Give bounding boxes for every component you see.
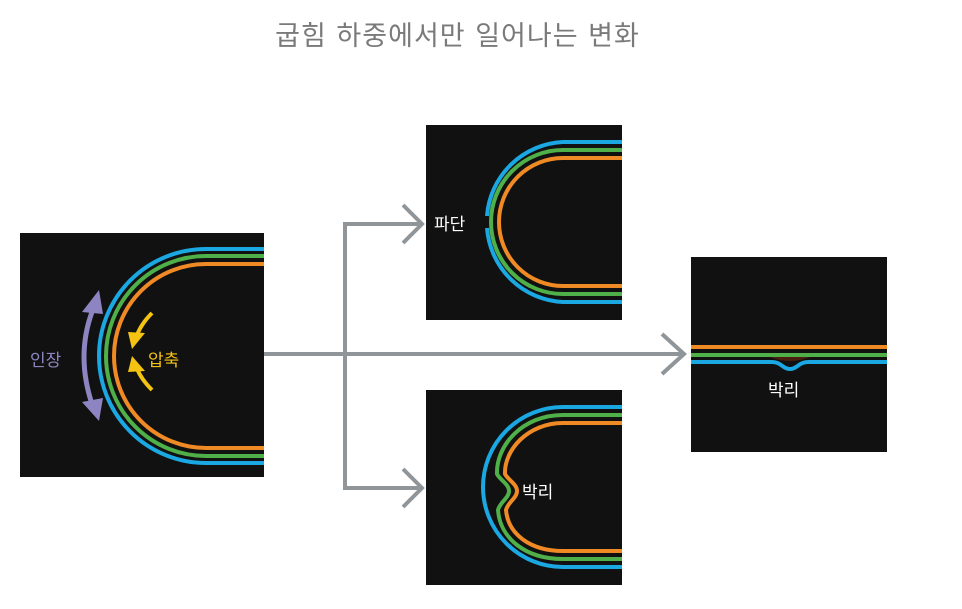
tension-arrowhead-down bbox=[82, 398, 103, 421]
compression-arrowhead-upper bbox=[128, 332, 145, 349]
fracture-label: 파단 bbox=[434, 215, 466, 235]
compression-label: 압축 bbox=[148, 351, 179, 371]
outer-layer-upper-fragment bbox=[485, 140, 622, 217]
inner-layer-with-bulge bbox=[502, 421, 622, 553]
diagram-title: 굽힘 하중에서만 일어나는 변화 bbox=[275, 21, 640, 52]
tension-arrowhead-up bbox=[82, 290, 103, 314]
inner-layer bbox=[112, 262, 264, 450]
panel-initial-bg bbox=[20, 233, 264, 477]
delamination-bent-label: 박리 bbox=[522, 483, 553, 503]
arrowhead-to-delamination-flat bbox=[660, 332, 687, 376]
tension-arc-arrow bbox=[81, 311, 95, 405]
tension-label: 인장 bbox=[30, 351, 62, 371]
panel-initial-bend: 인장 압축 bbox=[20, 233, 264, 477]
delamination-flat-label: 박리 bbox=[768, 381, 799, 401]
delamination-gap bbox=[770, 357, 810, 361]
middle-layer-with-bulge bbox=[494, 413, 622, 561]
panel-fracture: 파단 bbox=[426, 125, 622, 320]
outer-layer bbox=[481, 405, 622, 569]
branch-vertical-line bbox=[343, 222, 422, 490]
inner-layer bbox=[497, 156, 622, 288]
outer-layer-lower-fragment bbox=[485, 227, 622, 304]
outer-layer-with-dip bbox=[691, 360, 887, 372]
middle-layer bbox=[104, 254, 264, 458]
flow-arrows bbox=[264, 203, 687, 509]
arrowhead-to-fracture bbox=[401, 203, 425, 245]
panel-delamination-flat: 박리 bbox=[691, 257, 887, 452]
panel-delamination-bent: 박리 bbox=[426, 390, 622, 585]
arrowhead-to-delamination-bent bbox=[401, 467, 425, 509]
middle-layer bbox=[489, 148, 622, 296]
outer-layer bbox=[97, 247, 264, 465]
compression-arrowhead-lower bbox=[128, 356, 145, 372]
